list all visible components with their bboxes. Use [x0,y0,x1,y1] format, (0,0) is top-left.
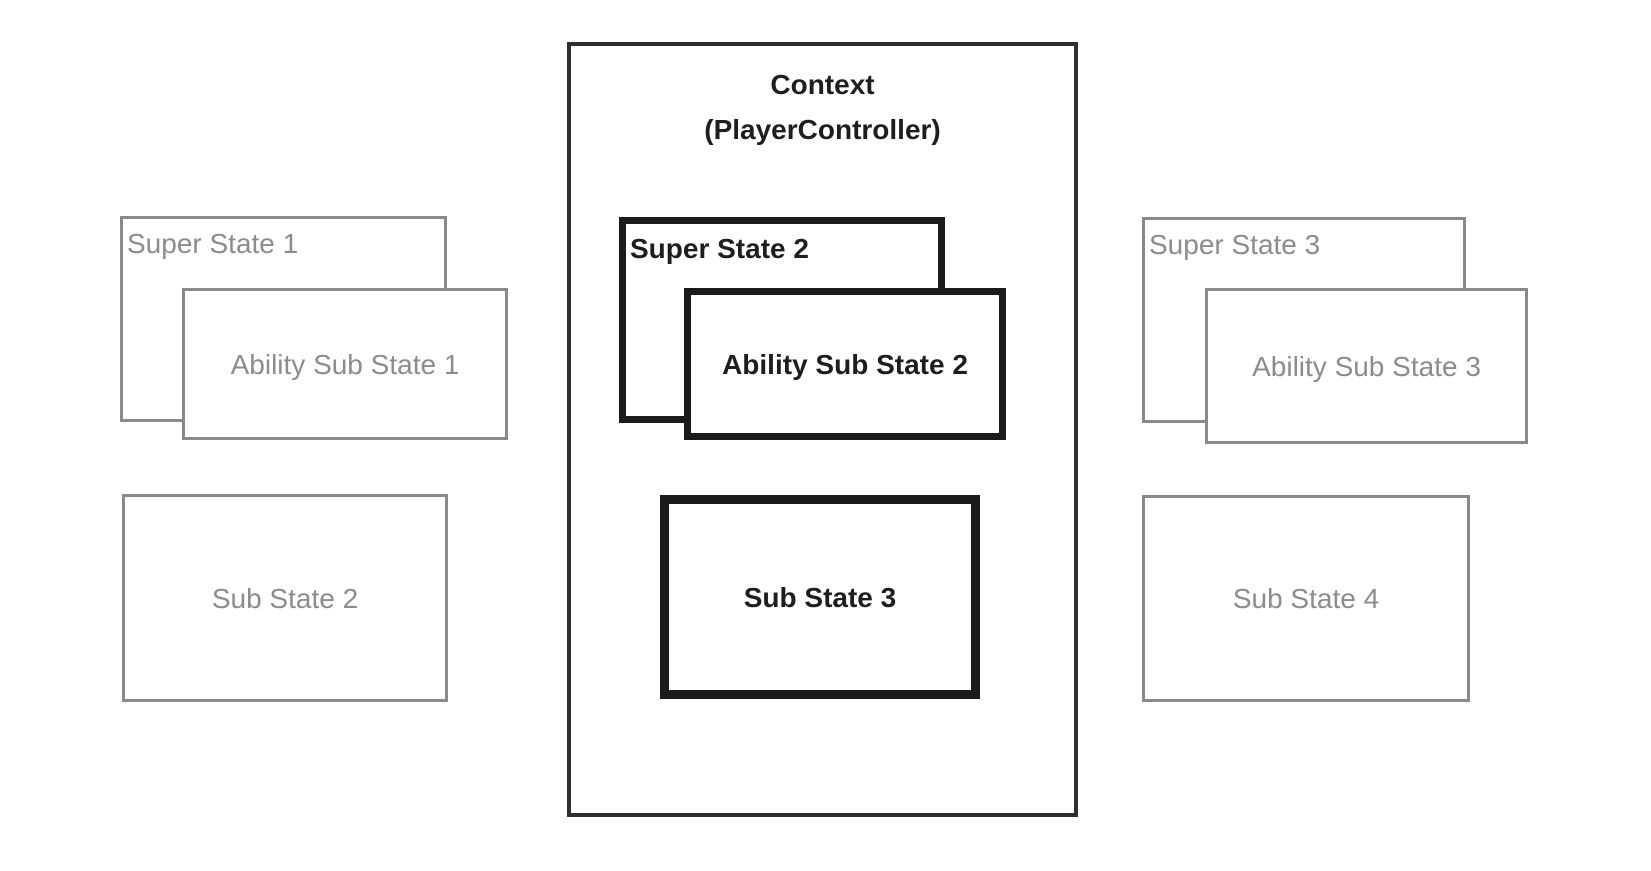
sub-state-4-box: Sub State 4 [1142,495,1470,702]
context-title-line2: (PlayerController) [704,114,941,145]
ability-sub-state-1-box: Ability Sub State 1 [182,288,508,440]
ability-sub-state-2-box: Ability Sub State 2 [684,288,1006,440]
ability-sub-state-3-box: Ability Sub State 3 [1205,288,1528,444]
sub-state-3-box: Sub State 3 [660,495,980,699]
context-title-line1: Context [770,69,875,100]
context-title: Context (PlayerController) [567,62,1078,152]
context-frame [567,42,1078,817]
sub-state-2-box: Sub State 2 [122,494,448,702]
